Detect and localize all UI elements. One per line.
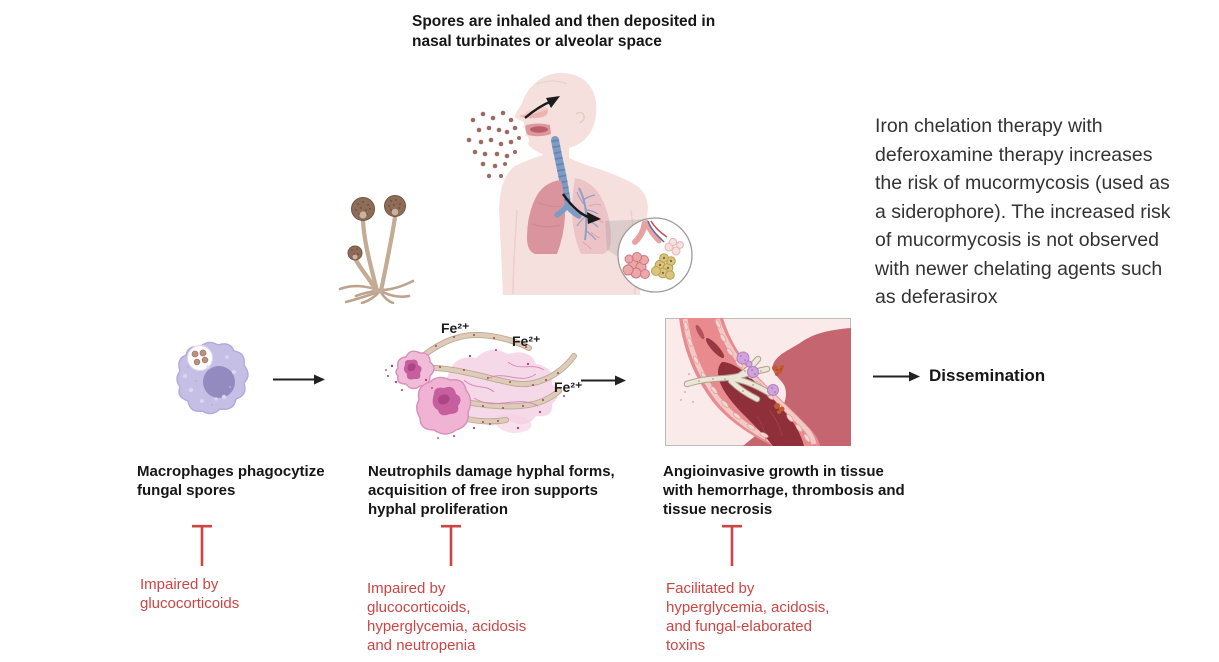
neutrophil-small: [395, 350, 435, 390]
fungal-spheres: [736, 351, 779, 396]
iron-label-1: Fe²⁺: [441, 320, 470, 336]
bronchial-tree: [576, 187, 599, 241]
step-caption-1: Macrophages phagocytize fungal spores: [137, 463, 325, 499]
neutrophil-large: [416, 376, 472, 435]
inhibition-bar-icon: [722, 524, 742, 566]
inhibition-bar-icon: [441, 524, 461, 566]
top-caption: Spores are inhaled and then deposited in…: [412, 13, 716, 50]
fungal-sporangia-illustration: [338, 195, 415, 304]
step-modifier-1: Impaired by glucocorticoids: [140, 576, 240, 612]
oral-cavity: [525, 123, 551, 137]
step-modifier-2: Impaired by glucocorticoids, hyperglycem…: [367, 580, 527, 654]
spore-cloud: [466, 110, 521, 179]
inhibition-bar-icon: [192, 524, 212, 566]
iron-label-3: Fe²⁺: [554, 379, 583, 395]
macrophage-illustration: [176, 341, 249, 415]
step-caption-3: Angioinvasive growth in tissue with hemo…: [663, 463, 905, 518]
engulfed-spores: [191, 349, 209, 366]
left-lung: [527, 180, 565, 254]
tissue-mass: [743, 328, 851, 446]
stalks: [353, 214, 398, 294]
step-caption-2: Neutrophils damage hyphal forms, acquisi…: [368, 463, 615, 518]
sporangia: [347, 195, 406, 261]
angioinvasion-tissue-illustration: [665, 318, 851, 446]
iron-label-2: Fe²⁺: [512, 333, 541, 349]
inhalation-figure-illustration: [466, 72, 693, 295]
step-modifier-3: Facilitated by hyperglycemia, acidosis, …: [666, 580, 830, 654]
pink-threads: [463, 361, 545, 407]
alveoli-magnifier: [617, 217, 693, 293]
macrophage-nucleus: [203, 366, 235, 398]
hyphae-speckles: [435, 334, 559, 423]
alveoli-cluster-pink: [622, 252, 650, 279]
arrow-right-icon: [273, 374, 325, 385]
arrow-right-icon: [873, 371, 920, 382]
deposit-arrow: [562, 193, 601, 224]
dissemination-label: Dissemination: [929, 366, 1046, 385]
inhale-arrow: [524, 96, 560, 119]
speckles: [385, 349, 565, 439]
ear: [575, 111, 585, 124]
neutrophil-hyphae-illustration: [385, 331, 577, 439]
arrow-right-icon: [581, 375, 626, 386]
side-note: Iron chelation therapy with deferoxamine…: [875, 115, 1171, 308]
